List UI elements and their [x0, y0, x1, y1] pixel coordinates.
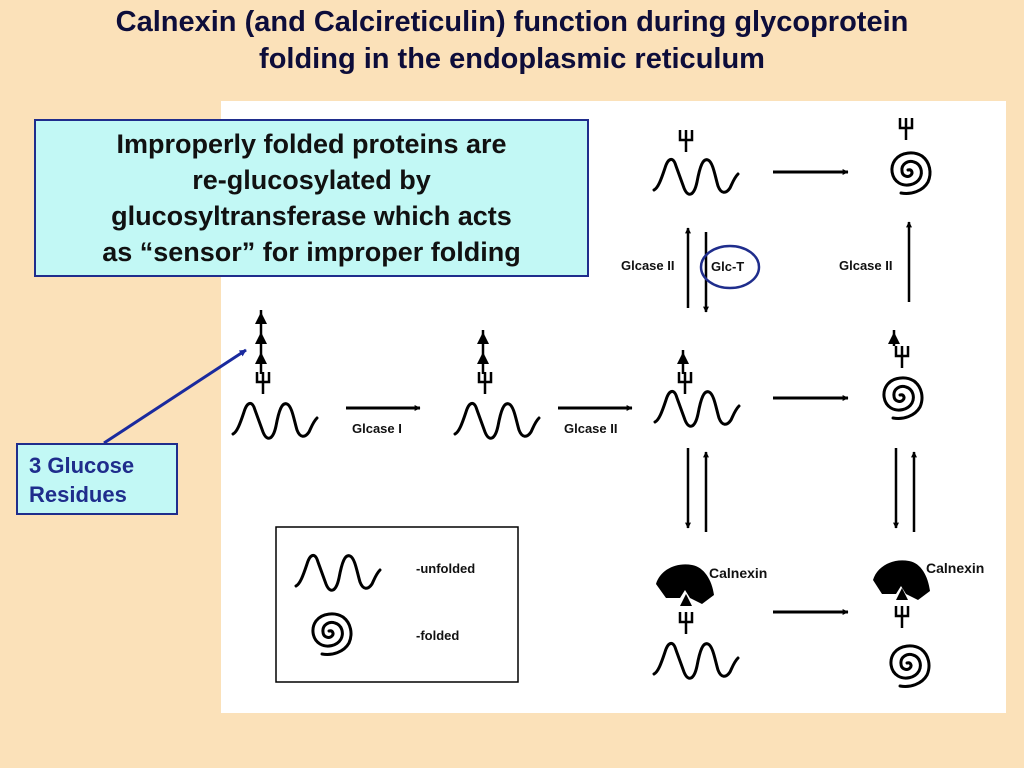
glycoprotein-2-glucose	[453, 330, 541, 440]
folded-protein-middle	[882, 330, 924, 421]
calnexin-unfolded-complex	[652, 564, 740, 680]
title-line-2: folding in the endoplasmic reticulum	[259, 43, 765, 75]
folded-protein-top	[890, 116, 932, 196]
glycoprotein-3-glucose	[231, 310, 319, 440]
callout-line-2: re-glucosylated by	[192, 165, 431, 195]
title-line-1: Calnexin (and Calcireticulin) function d…	[115, 6, 909, 38]
legend-unfolded-label: -unfolded	[416, 561, 475, 576]
callout-line-1: Improperly folded proteins are	[116, 129, 507, 159]
glct-highlight-circle	[699, 244, 761, 290]
calnexin-folded-complex	[873, 560, 931, 689]
glucose-residues-box: 3 Glucose Residues	[16, 443, 178, 515]
label-glc-t: Glc-T	[711, 259, 744, 274]
glucose-pointer-arrow	[103, 348, 247, 445]
callout-line-3: glucosyltransferase which acts	[111, 201, 512, 231]
callout-line-4: as “sensor” for improper folding	[102, 237, 521, 267]
legend-folded-label: -folded	[416, 628, 459, 643]
label-glcase-i: Glcase I	[352, 421, 402, 436]
label-calnexin-right: Calnexin	[926, 560, 984, 576]
label-glcase-ii-upper: Glcase II	[621, 258, 674, 273]
slide-title: Calnexin (and Calcireticulin) function d…	[0, 4, 1024, 78]
label-calnexin-left: Calnexin	[709, 565, 767, 581]
label-glcase-ii-middle: Glcase II	[564, 421, 617, 436]
legend-box	[275, 526, 519, 683]
glucose-line-1: 3 Glucose	[29, 453, 135, 478]
label-glcase-ii-right: Glcase II	[839, 258, 892, 273]
glycoprotein-1-glucose	[653, 350, 741, 428]
unfolded-protein-top	[652, 128, 740, 196]
glucose-line-2: Residues	[29, 482, 127, 507]
callout-box: Improperly folded proteins are re-glucos…	[34, 119, 589, 277]
